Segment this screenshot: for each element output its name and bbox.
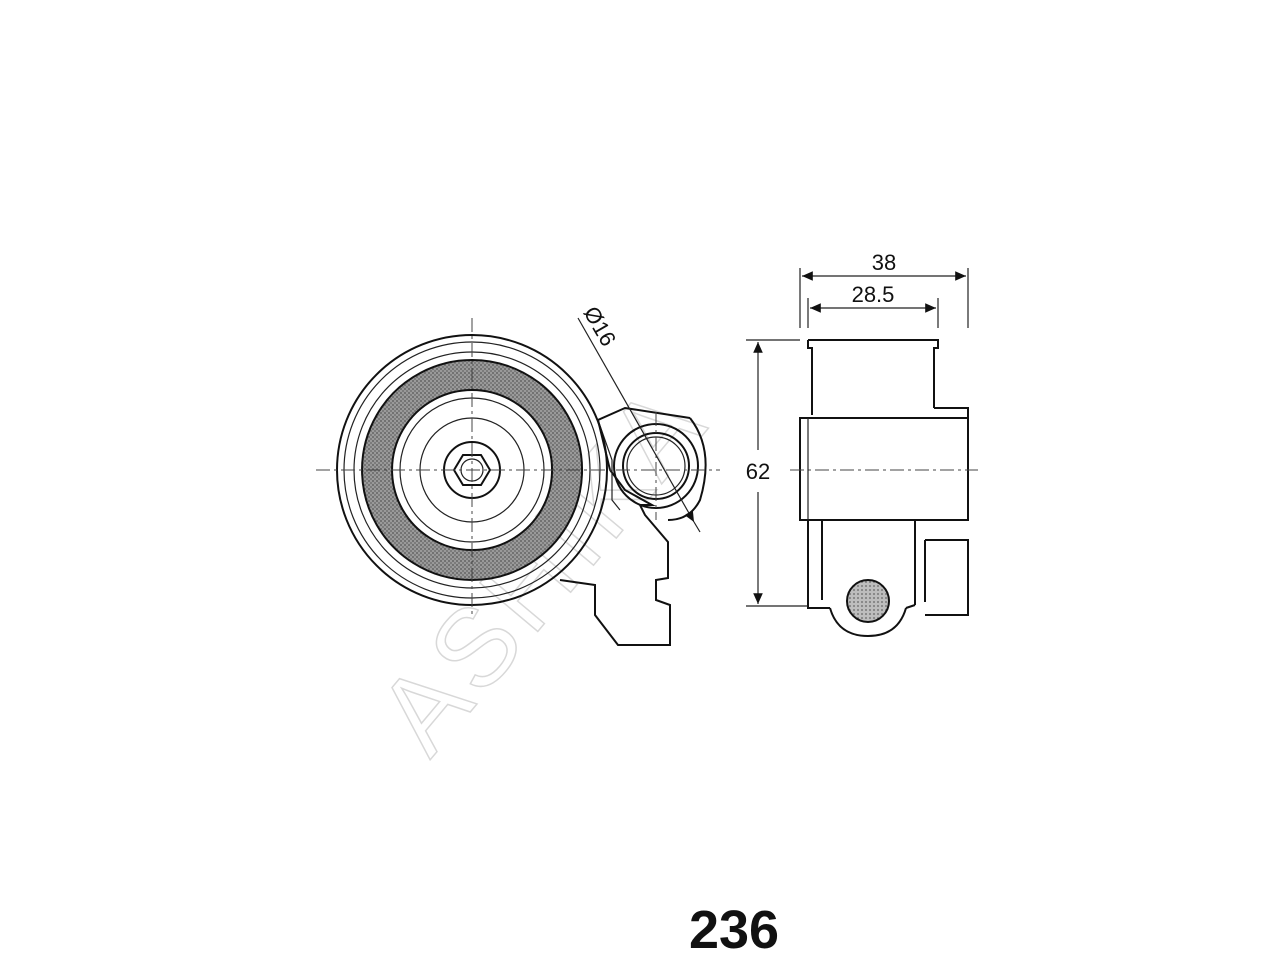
part-number: 236 xyxy=(689,900,779,960)
bore-diameter-label: Ø16 xyxy=(579,302,621,351)
pulley-width-label: 28.5 xyxy=(852,282,895,307)
pivot-pin xyxy=(846,579,890,623)
tensioner-bracket xyxy=(559,406,691,646)
side-view xyxy=(746,268,978,638)
bearing-ring xyxy=(361,359,584,581)
front-view xyxy=(316,317,720,646)
height-label: 62 xyxy=(746,459,770,484)
pulley-block xyxy=(808,339,939,408)
bracket-body xyxy=(799,417,969,521)
overall-width-label: 38 xyxy=(872,250,896,275)
